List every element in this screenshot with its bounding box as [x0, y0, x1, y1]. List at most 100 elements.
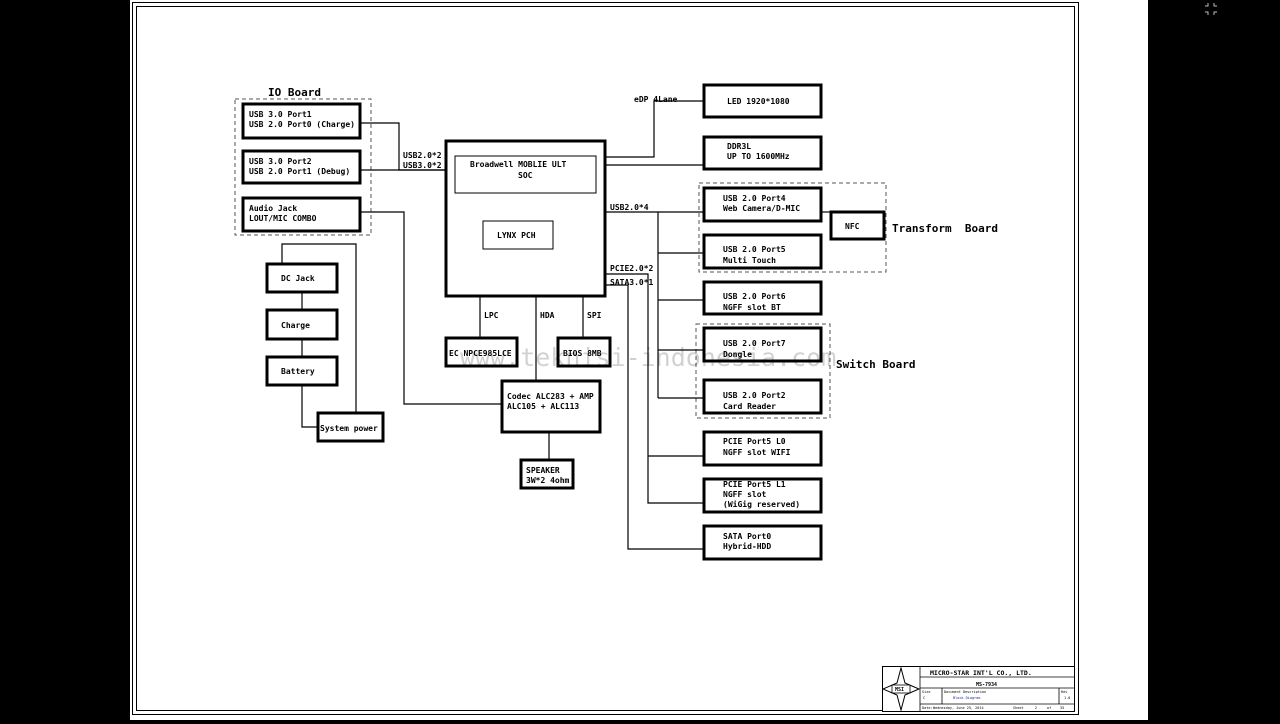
- led-label: LED 1920*1080: [727, 97, 790, 106]
- speaker-line2: 3W*2 4ohm: [526, 476, 570, 485]
- sata-line1: SATA Port0: [723, 532, 771, 541]
- group-io-board: [234, 98, 372, 236]
- usb-port5-line2: Multi Touch: [723, 255, 776, 265]
- of-label: of: [1047, 706, 1051, 710]
- battery-label: Battery: [281, 367, 315, 376]
- pcie-l1-line1: PCIE Port5 L1: [723, 480, 786, 489]
- io-usb1-line2: USB 2.0 Port0 (Charge): [249, 120, 355, 129]
- codec-line1: Codec ALC283 + AMP: [507, 392, 594, 401]
- soc-line2: SOC: [518, 171, 533, 180]
- pcie-l1-line3: (WiGig reserved): [723, 499, 800, 509]
- box-soc-label: [454, 155, 597, 194]
- box-usb-port4: [702, 186, 823, 223]
- pcie-l1-line2: NGFF slot: [723, 490, 767, 499]
- soc-inner-outlines: [454, 155, 597, 250]
- sata-line2: Hybrid-HDD: [723, 541, 771, 551]
- bus-usb-right-label: USB2.0*4: [610, 203, 649, 212]
- box-nfc: [829, 210, 886, 241]
- box-codec: [500, 379, 602, 434]
- system-power-label: System power: [320, 424, 378, 433]
- usb-port2-line1: USB 2.0 Port2: [723, 391, 786, 400]
- usb-port6-line2: NGFF slot BT: [723, 303, 781, 312]
- block-diagram: [132, 2, 1079, 715]
- watermark-text: www.teknisi-indonesia.com: [460, 343, 836, 372]
- pch-label: LYNX PCH: [497, 231, 536, 240]
- sheet-total: 35: [1060, 706, 1064, 710]
- box-speaker: [519, 458, 575, 490]
- bus-spi-label: SPI: [587, 311, 602, 320]
- box-bios: [556, 336, 612, 368]
- doc-value: Block Diagram: [953, 696, 980, 700]
- box-pch: [482, 220, 554, 250]
- box-usb-port6: [702, 280, 823, 316]
- nfc-label: NFC: [845, 222, 860, 231]
- io-audio-line1: Audio Jack: [249, 203, 297, 213]
- box-usb-port2: [702, 378, 823, 415]
- pcie-l0-line1: PCIE Port5 L0: [723, 437, 786, 446]
- ec-label: EC NPCE985LCE: [449, 349, 512, 358]
- usb-port7-line2: Dongle: [723, 350, 752, 359]
- bus-usb-io-line2: USB3.0*2: [403, 161, 442, 170]
- box-io-audio: [241, 196, 362, 233]
- box-soc: [444, 139, 607, 298]
- inner-border: [136, 6, 1075, 711]
- date-label: Date:: [922, 706, 933, 710]
- codec-line2: ALC105 + ALC113: [507, 402, 579, 411]
- sheet-number: 2: [1035, 706, 1037, 710]
- box-ec: [444, 336, 519, 368]
- speaker-line1: SPEAKER: [526, 466, 560, 475]
- bus-edp-label: eDP 4Lane: [634, 95, 678, 104]
- ddr-line1: DDR3L: [727, 142, 751, 151]
- box-sata: [702, 524, 823, 561]
- io-usb2-line1: USB 3.0 Port2: [249, 157, 312, 166]
- logo-text: MSI: [895, 687, 904, 693]
- block-outlines: [241, 83, 886, 561]
- charge-label: Charge: [281, 321, 310, 330]
- outer-border: [132, 2, 1079, 715]
- rev-label: Rev: [1061, 690, 1067, 694]
- usb-port6-line1: USB 2.0 Port6: [723, 292, 786, 301]
- box-pcie-l0: [702, 430, 823, 467]
- exit-fullscreen-icon[interactable]: [1204, 2, 1218, 16]
- usb-port7-line1: USB 2.0 Port7: [723, 339, 786, 348]
- connection-lines: [281, 100, 831, 550]
- soc-line1: Broadwell MOBLIE ULT: [470, 160, 567, 169]
- usb-port2-line2: Card Reader: [723, 402, 776, 411]
- ddr-line2: UP TO 1600MHz: [727, 152, 790, 161]
- io-usb2-line2: USB 2.0 Port1 (Debug): [249, 167, 350, 176]
- bus-usb-io-line1: USB2.0*2: [403, 151, 442, 160]
- io-usb1-line1: USB 3.0 Port1: [249, 110, 312, 119]
- bios-label: BIOS 8MB: [563, 349, 602, 358]
- group-switch-board: [695, 323, 831, 419]
- box-ddr: [702, 135, 823, 171]
- dc-jack-label: DC Jack: [281, 274, 315, 283]
- text-layer: IO Board Transform Board Switch Board US…: [249, 86, 1070, 710]
- title-block: [881, 666, 1075, 712]
- bus-sata-label: SATA3.0*1: [610, 278, 654, 287]
- box-pcie-l1: [702, 477, 823, 514]
- pcie-l0-line2: NGFF slot WIFI: [723, 448, 791, 457]
- usb-port4-line1: USB 2.0 Port4: [723, 194, 786, 203]
- size-value: C: [923, 696, 925, 700]
- bus-pcie-label: PCIE2.0*2: [610, 264, 654, 273]
- doc-label: Document Description: [944, 690, 986, 694]
- msi-logo-icon: [881, 666, 921, 712]
- io-board-title: IO Board: [268, 86, 321, 99]
- group-transform-board: [698, 182, 887, 273]
- sheet-label: Sheet: [1013, 706, 1024, 710]
- usb-port4-line2: Web Camera/D-MIC: [723, 204, 800, 213]
- box-usb-port5: [702, 233, 823, 270]
- company-name: MICRO-STAR INT'L CO., LTD.: [930, 669, 1032, 677]
- schematic-sheet: IO Board Transform Board Switch Board US…: [130, 0, 1148, 720]
- bus-hda-label: HDA: [540, 311, 555, 320]
- usb-port5-line1: USB 2.0 Port5: [723, 245, 786, 254]
- box-io-usb1: [241, 102, 362, 140]
- model-number: MS-7934: [976, 682, 997, 688]
- size-label: Size: [922, 690, 930, 694]
- group-outlines: [234, 98, 887, 419]
- io-audio-line2: LOUT/MIC COMBO: [249, 214, 317, 223]
- bus-lpc-label: LPC: [484, 311, 499, 320]
- box-usb-port7: [702, 326, 823, 363]
- transform-board-title: Transform Board: [892, 222, 998, 235]
- switch-board-title: Switch Board: [836, 358, 915, 371]
